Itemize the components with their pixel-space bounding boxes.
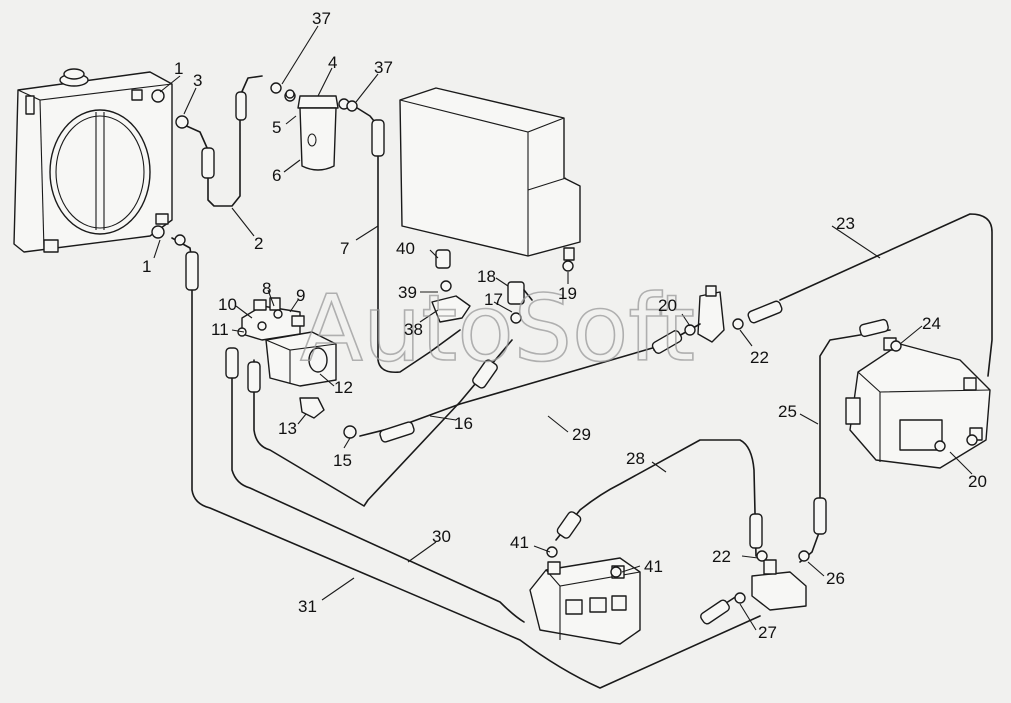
callout-19: 19 — [558, 284, 577, 303]
callout-4: 4 — [328, 53, 337, 72]
leader-lines — [153, 25, 973, 631]
callout-6: 6 — [272, 166, 281, 185]
callout-8: 8 — [262, 279, 271, 298]
callout-31: 31 — [298, 597, 317, 616]
callout-38: 38 — [404, 320, 423, 339]
callout-1-bottom: 1 — [142, 257, 151, 276]
callout-37-right: 37 — [374, 58, 393, 77]
callout-39: 39 — [398, 283, 417, 302]
callout-15: 15 — [333, 451, 352, 470]
fittings — [151, 82, 978, 604]
callout-7: 7 — [340, 239, 349, 258]
callout-40: 40 — [396, 239, 415, 258]
callout-22-top: 22 — [750, 348, 769, 367]
callout-1-top: 1 — [174, 59, 183, 78]
oil-filter — [284, 90, 350, 171]
callout-23: 23 — [836, 214, 855, 233]
callout-11: 11 — [211, 320, 229, 339]
callout-2: 2 — [254, 234, 263, 253]
callout-17: 17 — [484, 290, 503, 309]
callout-25: 25 — [778, 402, 797, 421]
mounting-bracket — [751, 559, 807, 611]
pump-assembly — [237, 297, 337, 419]
callout-27: 27 — [758, 623, 777, 642]
callout-labels: 1 3 37 4 37 5 6 2 7 1 40 39 18 17 19 38 … — [142, 9, 987, 642]
callout-28: 28 — [626, 449, 645, 468]
control-valve — [529, 557, 641, 645]
callout-20-left: 20 — [658, 296, 677, 315]
tee-39-38 — [431, 295, 471, 323]
pipes — [171, 75, 993, 689]
callout-5: 5 — [272, 118, 281, 137]
watermark: AutoSoft — [300, 275, 695, 382]
cock-18 — [507, 281, 533, 305]
radiator — [13, 68, 173, 253]
callout-13: 13 — [278, 419, 297, 438]
callout-12: 12 — [334, 378, 353, 397]
callout-10: 10 — [218, 295, 237, 314]
callout-26: 26 — [826, 569, 845, 588]
callout-30: 30 — [432, 527, 451, 546]
callout-41-right: 41 — [644, 557, 663, 576]
callout-37-left: 37 — [312, 9, 331, 28]
callout-22-bottom: 22 — [712, 547, 731, 566]
callout-16: 16 — [454, 414, 473, 433]
tee-block — [697, 285, 725, 343]
callout-29: 29 — [572, 425, 591, 444]
callout-24: 24 — [922, 314, 941, 333]
callout-3: 3 — [193, 71, 202, 90]
callout-18: 18 — [477, 267, 496, 286]
callout-20-right: 20 — [968, 472, 987, 491]
callout-9: 9 — [296, 286, 305, 305]
oil-tank — [399, 87, 581, 261]
callout-41-left: 41 — [510, 533, 529, 552]
filter-40 — [435, 249, 451, 269]
distributor — [845, 337, 991, 469]
